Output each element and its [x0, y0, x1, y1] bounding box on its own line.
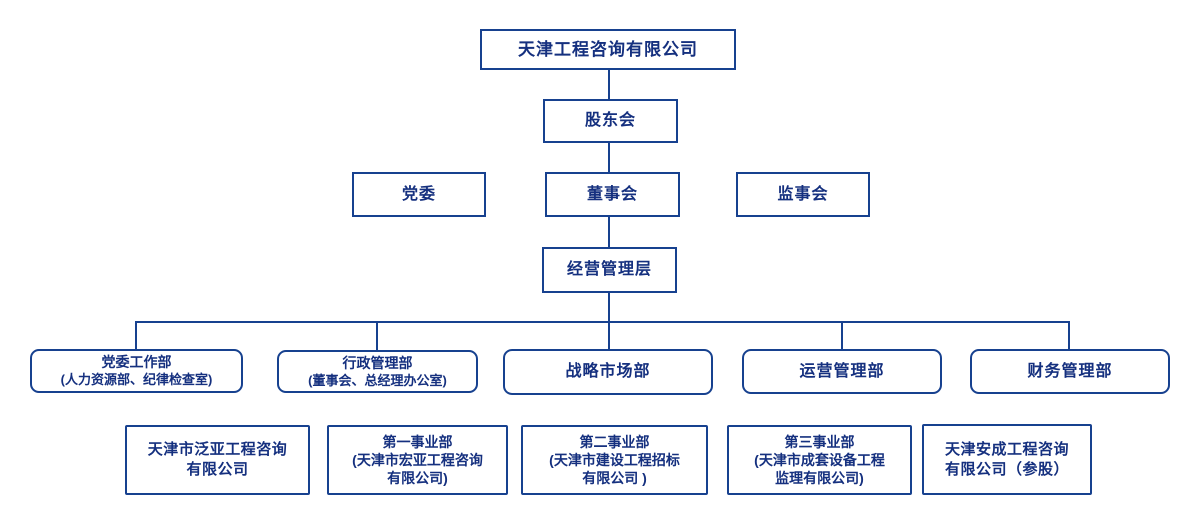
org-node-sub-division1: 第一事业部 (天津市宏亚工程咨询 有限公司) [327, 425, 508, 495]
org-node-root: 天津工程咨询有限公司 [480, 29, 736, 70]
sub-division2-line1: 第二事业部 [579, 434, 650, 450]
sub-division1-line1: 第一事业部 [382, 434, 453, 450]
sub-fanya-line1: 天津市泛亚工程咨询 [147, 441, 288, 458]
dept-strategy-market-label: 战略市场部 [565, 363, 651, 380]
org-node-shareholders-label: 股东会 [584, 112, 636, 129]
dept-party-work-line1: 党委工作部 [101, 354, 172, 370]
dept-admin-line1: 行政管理部 [342, 354, 413, 371]
sub-ancheng-line1: 天津安成工程咨询 [944, 440, 1069, 458]
connector-shareholders-to-board [608, 143, 610, 172]
sub-division3-line2: (天津市成套设备工程 [754, 452, 885, 468]
sub-division2-line3: 有限公司 ) [582, 470, 647, 486]
connector-drop-dept-admin [376, 321, 378, 350]
sub-division1-line3: 有限公司) [387, 470, 448, 486]
org-node-supervisory-board: 监事会 [736, 172, 870, 217]
connector-drop-dept-finance [1068, 321, 1070, 350]
sub-fanya-line2: 有限公司 [186, 461, 249, 478]
org-node-party-committee: 党委 [352, 172, 486, 217]
connector-branch-horizontal [136, 321, 1070, 323]
dept-party-work-line2: (人力资源部、纪律检查室) [60, 372, 213, 387]
org-node-management: 经营管理层 [542, 247, 677, 293]
dept-admin-line2: (董事会、总经理办公室) [308, 372, 447, 388]
org-node-dept-admin: 行政管理部 (董事会、总经理办公室) [277, 350, 478, 393]
org-node-dept-strategy-market: 战略市场部 [503, 349, 713, 395]
connector-board-to-management [608, 217, 610, 247]
connector-root-to-shareholders [608, 70, 610, 100]
sub-division3-line3: 监理有限公司) [775, 470, 864, 486]
sub-ancheng-line2: 有限公司（参股） [944, 460, 1069, 478]
org-node-sub-division2: 第二事业部 (天津市建设工程招标 有限公司 ) [521, 425, 708, 495]
org-node-dept-operations: 运营管理部 [742, 349, 942, 394]
sub-division2-line2: (天津市建设工程招标 [549, 452, 680, 468]
connector-drop-dept-party-work [135, 321, 137, 350]
org-node-sub-fanya: 天津市泛亚工程咨询 有限公司 [125, 425, 310, 495]
org-node-shareholders: 股东会 [543, 99, 678, 143]
sub-division3-line1: 第三事业部 [784, 434, 855, 450]
org-node-dept-party-work: 党委工作部 (人力资源部、纪律检查室) [30, 349, 243, 393]
org-node-sub-division3: 第三事业部 (天津市成套设备工程 监理有限公司) [727, 425, 912, 495]
dept-finance-label: 财务管理部 [1027, 362, 1113, 380]
org-node-supervisory-board-label: 监事会 [777, 185, 829, 203]
org-node-board-label: 董事会 [586, 185, 638, 203]
connector-drop-dept-operations [841, 321, 843, 350]
org-node-root-label: 天津工程咨询有限公司 [518, 39, 698, 59]
org-node-board: 董事会 [545, 172, 680, 217]
org-node-party-committee-label: 党委 [401, 185, 436, 203]
dept-operations-label: 运营管理部 [799, 362, 885, 380]
sub-division1-line2: (天津市宏亚工程咨询 [352, 452, 483, 468]
org-node-management-label: 经营管理层 [566, 261, 652, 278]
org-node-dept-finance: 财务管理部 [970, 349, 1170, 394]
org-node-sub-ancheng: 天津安成工程咨询 有限公司（参股） [922, 424, 1092, 495]
